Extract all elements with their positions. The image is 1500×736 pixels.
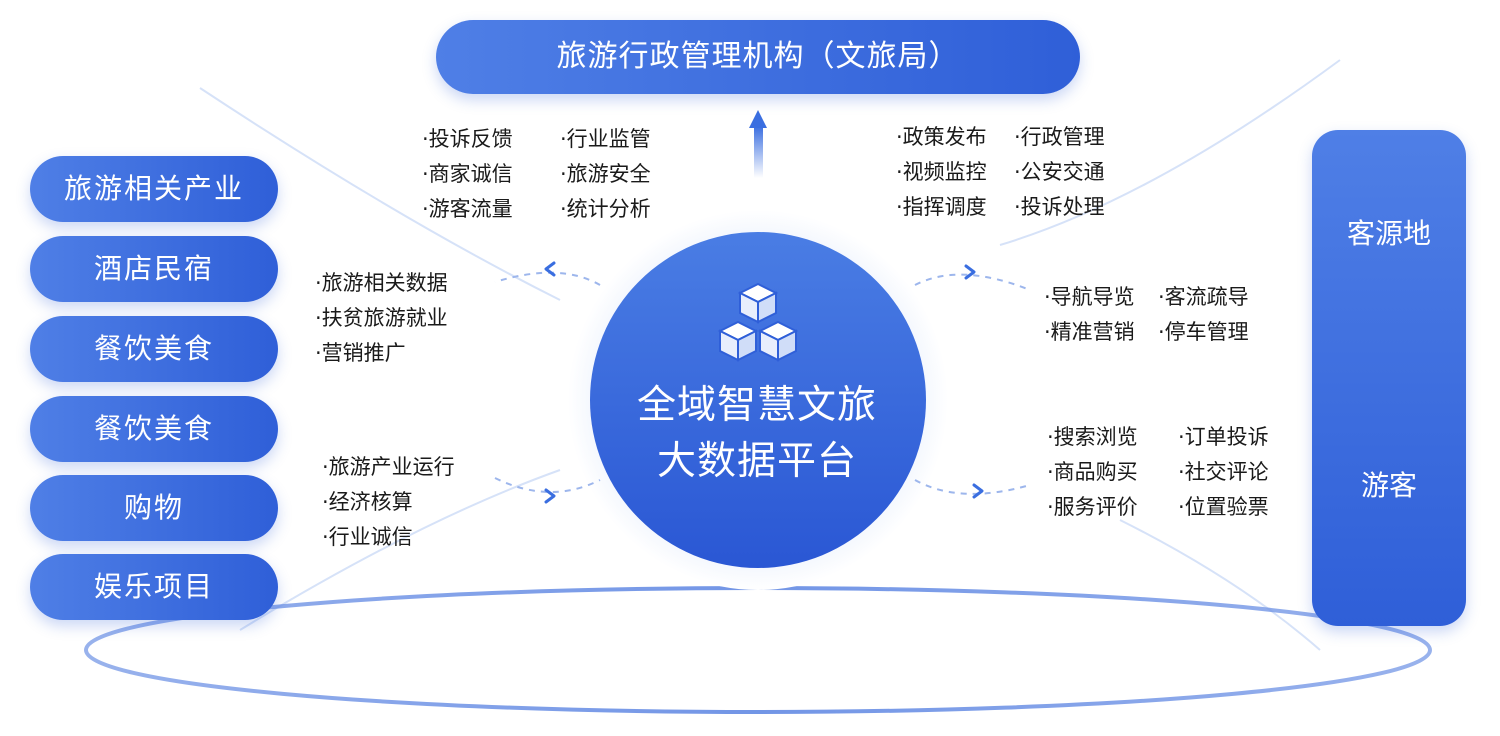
right-lower-col2: ·订单投诉 ·社交评论 ·位置验票 [1178, 420, 1269, 525]
dashed-connectors [494, 271, 1031, 495]
top-right-col1: ·政策发布 ·视频监控 ·指挥调度 [896, 120, 987, 225]
list-item: ·营销推广 [315, 341, 406, 365]
right-lower-col1: ·搜索浏览 ·商品购买 ·服务评价 [1047, 420, 1138, 525]
right-upper-col1: ·导航导览 ·精准营销 [1044, 281, 1135, 351]
platform-title: 全域智慧文旅 大数据平台 [590, 378, 924, 490]
top-right-col2: ·行政管理 ·公安交通 ·投诉处理 [1014, 120, 1105, 225]
center-circle [590, 232, 926, 568]
list-item: ·行政管理 [1014, 125, 1105, 149]
left-item-entertainment: 娱乐项目 [30, 554, 278, 620]
list-item: ·政策发布 [896, 125, 987, 149]
list-item: ·导航导览 [1044, 285, 1135, 309]
list-item: ·投诉处理 [1014, 195, 1105, 219]
list-item: ·行业诚信 [322, 525, 413, 549]
list-item: ·商品购买 [1047, 460, 1138, 484]
chevron-right-icon [544, 488, 556, 504]
list-item: ·停车管理 [1158, 320, 1249, 344]
list-item: ·公安交通 [1014, 160, 1105, 184]
list-item: ·视频监控 [896, 160, 987, 184]
left-item-shopping: 购物 [30, 475, 278, 541]
right-upper-col2: ·客流疏导 ·停车管理 [1158, 281, 1249, 351]
up-arrow-icon [749, 110, 767, 178]
left-item-food-1: 餐饮美食 [30, 316, 278, 382]
source-label: 客源地 [1346, 217, 1431, 250]
top-left-col2: ·行业监管 ·旅游安全 ·统计分析 [560, 122, 651, 227]
left-upper-group: ·旅游相关数据 ·扶贫旅游就业 ·营销推广 [315, 266, 448, 371]
list-item: ·统计分析 [560, 197, 651, 221]
list-item: ·精准营销 [1044, 320, 1135, 344]
list-item: ·投诉反馈 [422, 127, 513, 151]
platform-title-line2: 大数据平台 [656, 439, 857, 484]
left-item-hotels: 酒店民宿 [30, 236, 278, 302]
chevron-right-icon [972, 483, 984, 499]
list-item: ·订单投诉 [1178, 425, 1269, 449]
list-item: ·位置验票 [1178, 495, 1269, 519]
platform-title-line1: 全域智慧文旅 [636, 383, 877, 428]
list-item: ·指挥调度 [896, 195, 987, 219]
list-item: ·经济核算 [322, 490, 413, 514]
list-item: ·扶贫旅游就业 [315, 306, 448, 330]
list-item: ·社交评论 [1178, 460, 1269, 484]
top-left-col1: ·投诉反馈 ·商家诚信 ·游客流量 [422, 122, 513, 227]
list-item: ·游客流量 [422, 197, 513, 221]
cubes-icon [717, 282, 799, 362]
chevron-icons [544, 261, 984, 504]
list-item: ·客流疏导 [1158, 285, 1249, 309]
list-item: ·服务评价 [1047, 495, 1138, 519]
list-item: ·旅游相关数据 [315, 271, 448, 295]
bottom-ring [84, 586, 1432, 714]
right-panel: 客源地 游客 [1312, 130, 1466, 626]
left-lower-group: ·旅游产业运行 ·经济核算 ·行业诚信 [322, 450, 455, 555]
list-item: ·旅游安全 [560, 162, 651, 186]
left-item-food-2: 餐饮美食 [30, 396, 278, 462]
chevron-right-icon [964, 264, 976, 280]
list-item: ·搜索浏览 [1047, 425, 1138, 449]
list-item: ·旅游产业运行 [322, 455, 455, 479]
visitor-label: 游客 [1360, 469, 1417, 502]
left-item-tourism-industry: 旅游相关产业 [30, 156, 278, 222]
admin-agency-box: 旅游行政管理机构（文旅局） [436, 20, 1080, 94]
list-item: ·行业监管 [560, 127, 651, 151]
list-item: ·商家诚信 [422, 162, 513, 186]
chevron-left-icon [544, 261, 556, 277]
